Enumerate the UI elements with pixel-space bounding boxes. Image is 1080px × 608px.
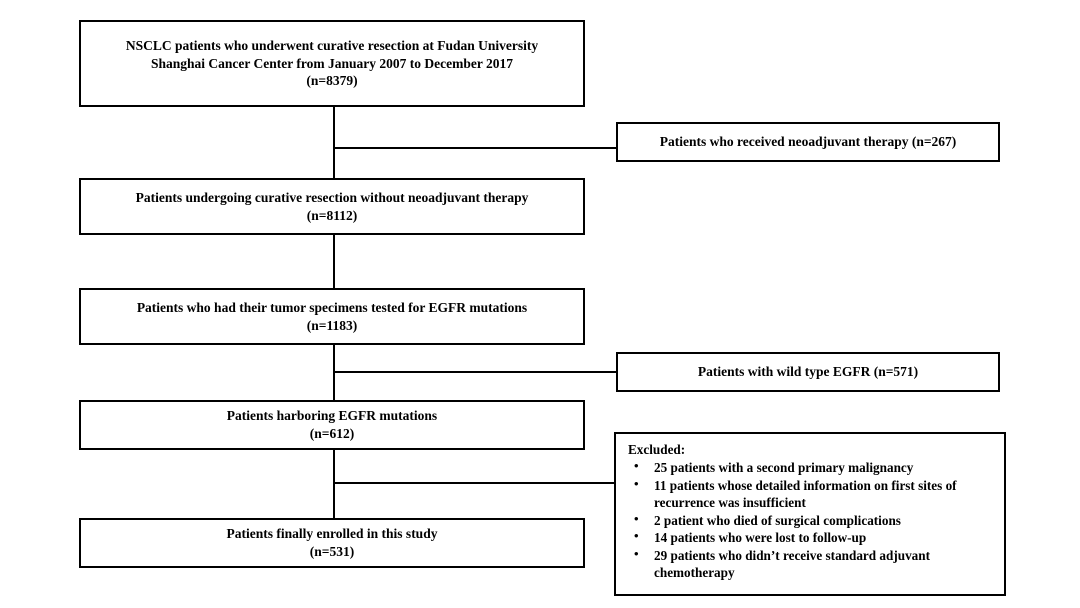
- node-no-neoadjuvant-line1: Patients undergoing curative resection w…: [135, 189, 529, 205]
- bullet-icon: •: [634, 545, 639, 561]
- node-total-patients: NSCLC patients who underwent curative re…: [79, 20, 585, 107]
- node-total-patients-line2: Shanghai Cancer Center from January 2007…: [151, 55, 513, 71]
- node-egfr-mutated: Patients harboring EGFR mutations (n=612…: [79, 400, 585, 450]
- exclusion-list-item: • 29 patients who didn’t receive standar…: [628, 545, 994, 581]
- exclusion-list: • 25 patients with a second primary mali…: [628, 458, 994, 581]
- node-total-patients-line1: NSCLC patients who underwent curative re…: [125, 37, 539, 53]
- bullet-icon: •: [634, 475, 639, 491]
- bullet-icon: •: [634, 528, 639, 544]
- connector-horizontal-to-exclusion-2: [333, 371, 616, 373]
- exclusion-list-item-text: 25 patients with a second primary malign…: [654, 460, 914, 476]
- connector-vertical-2: [333, 235, 335, 288]
- node-egfr-tested-line1: Patients who had their tumor specimens t…: [136, 299, 528, 315]
- node-exclusion-wildtype: Patients with wild type EGFR (n=571): [616, 352, 1000, 392]
- node-egfr-tested-count: (n=1183): [306, 317, 358, 333]
- exclusion-list-item: • 2 patient who died of surgical complic…: [628, 510, 994, 529]
- node-exclusion-neoadjuvant: Patients who received neoadjuvant therap…: [616, 122, 1000, 162]
- node-exclusion-list: Excluded: • 25 patients with a second pr…: [614, 432, 1006, 596]
- exclusion-list-item-text: 11 patients whose detailed information o…: [654, 477, 957, 510]
- connector-horizontal-to-exclusion-1: [333, 147, 616, 149]
- exclusion-list-item: • 14 patients who were lost to follow-up: [628, 528, 994, 546]
- connector-horizontal-to-exclusion-3: [333, 482, 614, 484]
- node-final-enrolled: Patients finally enrolled in this study …: [79, 518, 585, 568]
- node-egfr-tested: Patients who had their tumor specimens t…: [79, 288, 585, 345]
- exclusion-list-item: • 25 patients with a second primary mali…: [628, 458, 994, 476]
- bullet-icon: •: [634, 510, 639, 526]
- node-exclusion-neoadjuvant-label: Patients who received neoadjuvant therap…: [659, 134, 957, 150]
- exclusion-list-item-text: 2 patient who died of surgical complicat…: [654, 512, 901, 528]
- exclusion-list-item-text: 14 patients who were lost to follow-up: [654, 530, 867, 546]
- node-total-patients-count: (n=8379): [306, 73, 358, 89]
- exclusion-list-item: • 11 patients whose detailed information…: [628, 475, 994, 511]
- node-final-enrolled-line1: Patients finally enrolled in this study: [226, 526, 438, 542]
- node-egfr-mutated-line1: Patients harboring EGFR mutations: [226, 408, 438, 424]
- bullet-icon: •: [634, 458, 639, 474]
- exclusion-list-item-text: 29 patients who didn’t receive standard …: [654, 547, 930, 581]
- node-final-enrolled-count: (n=531): [309, 544, 355, 559]
- connector-vertical-1: [333, 107, 335, 178]
- connector-vertical-4: [333, 450, 335, 518]
- node-no-neoadjuvant-count: (n=8112): [306, 207, 358, 223]
- node-egfr-mutated-count: (n=612): [309, 426, 355, 441]
- node-exclusion-wildtype-label: Patients with wild type EGFR (n=571): [697, 364, 919, 380]
- node-no-neoadjuvant: Patients undergoing curative resection w…: [79, 178, 585, 235]
- exclusion-list-title: Excluded:: [628, 442, 686, 457]
